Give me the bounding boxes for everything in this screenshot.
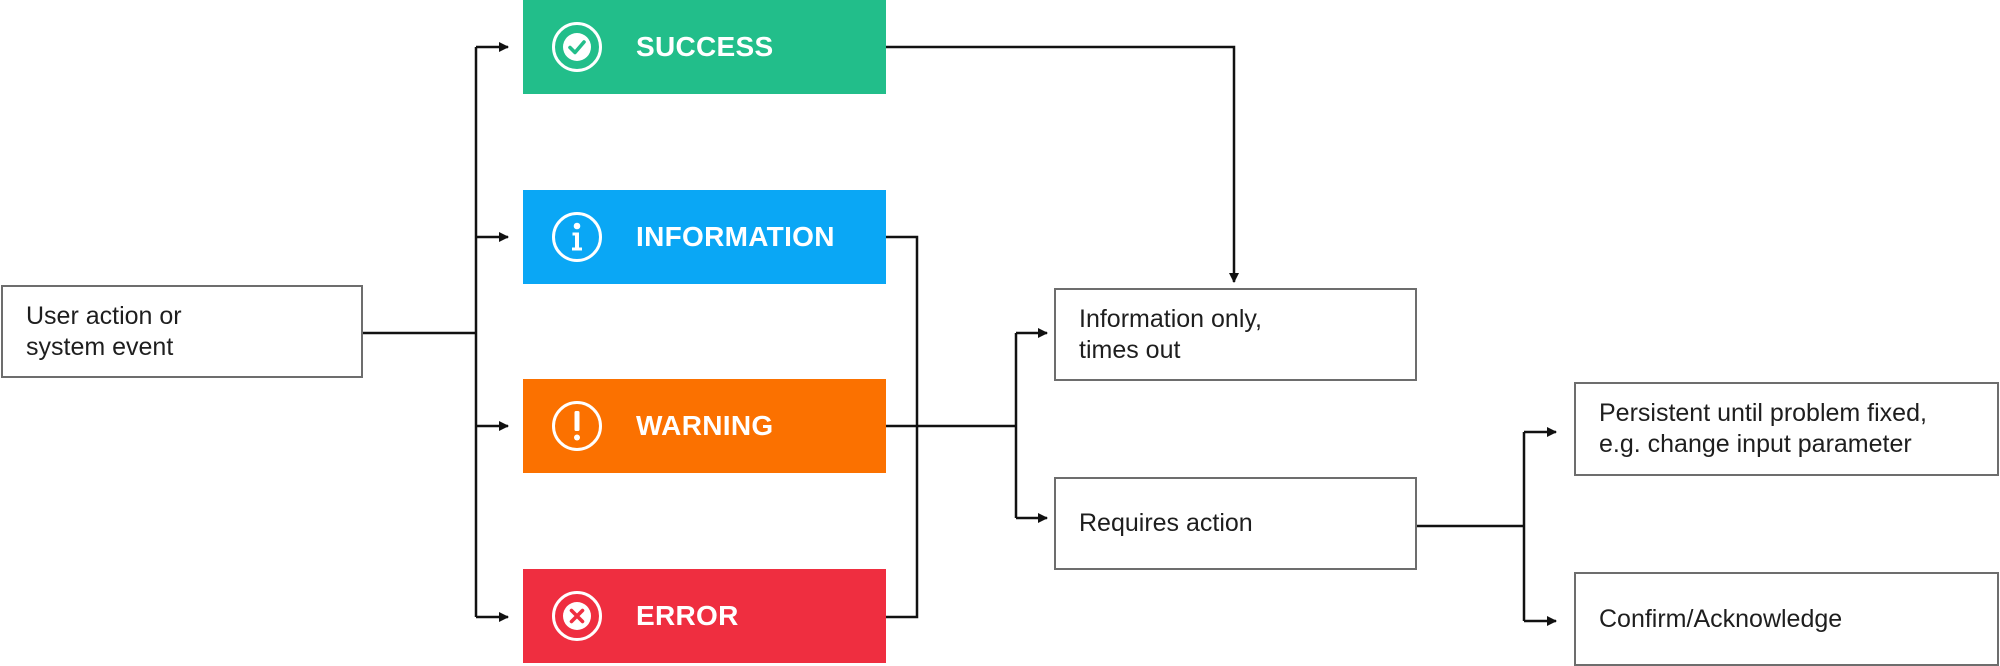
information-error-collector: [886, 235, 919, 619]
requires-action-box: Requires action: [1054, 477, 1417, 570]
status-warning-label: WARNING: [636, 410, 774, 441]
status-success: SUCCESS: [523, 0, 886, 94]
persistent-label: Persistent until problem fixed, e.g. cha…: [1599, 399, 1927, 458]
persistent-box: Persistent until problem fixed, e.g. cha…: [1574, 382, 1999, 476]
check-circle-icon: [551, 21, 603, 73]
source-box: User action or system event: [1, 285, 363, 378]
confirm-label: Confirm/Acknowledge: [1599, 604, 1843, 633]
confirm-box: Confirm/Acknowledge: [1574, 572, 1999, 666]
x-circle-icon: [551, 590, 603, 642]
info-only-label: Information only, times out: [1079, 304, 1262, 364]
status-information: INFORMATION: [523, 190, 886, 284]
info-only-box: Information only, times out: [1054, 288, 1417, 381]
status-information-label: INFORMATION: [636, 221, 835, 252]
source-label: User action or system event: [26, 301, 182, 361]
exclamation-circle-icon: [551, 400, 603, 452]
status-error-label: ERROR: [636, 600, 739, 631]
status-warning: WARNING: [523, 379, 886, 473]
status-error: ERROR: [523, 569, 886, 663]
status-success-label: SUCCESS: [636, 31, 774, 62]
info-circle-icon: [551, 211, 603, 263]
success-to-info-only: [886, 45, 1239, 283]
requires-action-label: Requires action: [1079, 509, 1253, 537]
